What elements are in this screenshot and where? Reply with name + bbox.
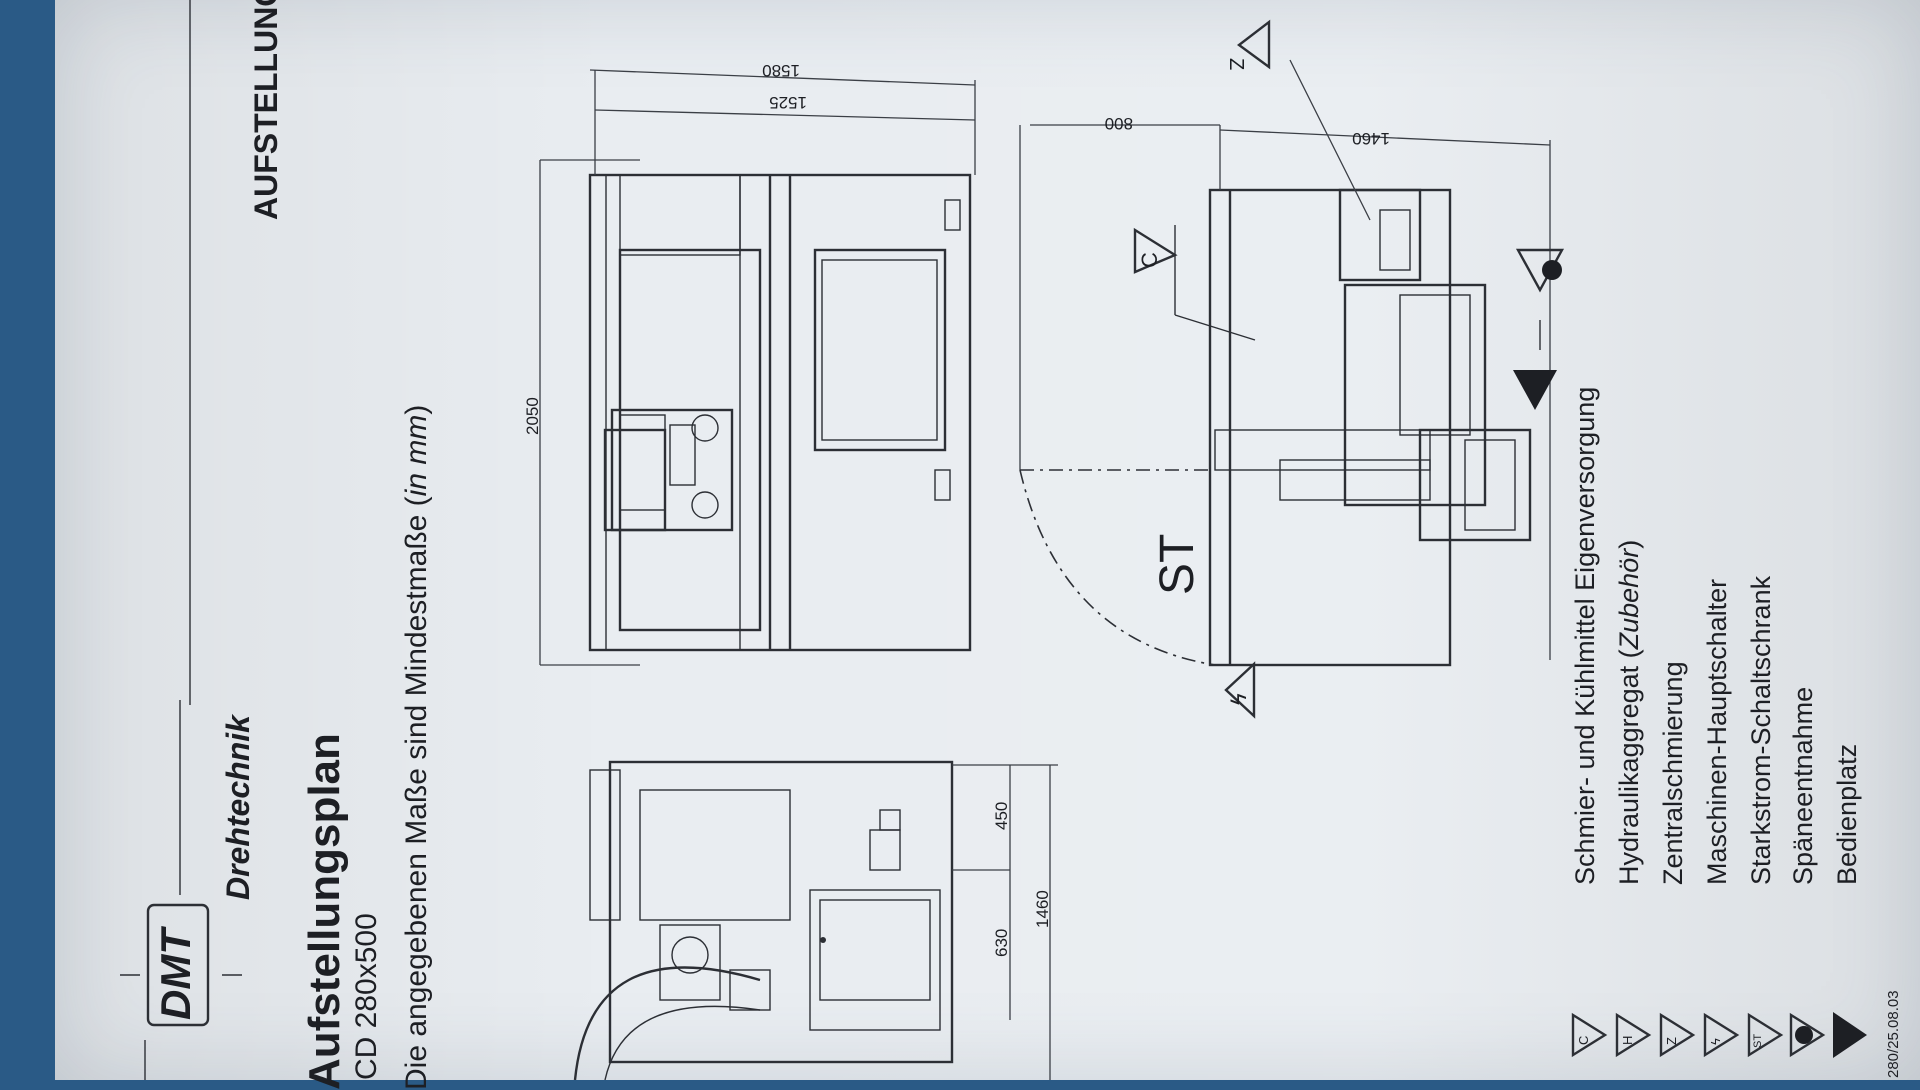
logo-text: DMT: [152, 929, 199, 1020]
dim-label: 450: [992, 801, 1011, 830]
page-title: Aufstellungsplan: [300, 733, 349, 1090]
legend-item: Bedienplatz: [1832, 743, 1862, 885]
marker-z: Z: [1225, 58, 1247, 71]
lightning-icon: ϟ: [1226, 693, 1251, 705]
dim-label: 1525: [769, 93, 807, 112]
brand-name: Drehtechnik: [220, 715, 256, 900]
dim-label: 2050: [523, 397, 542, 435]
logo-box: [146, 903, 210, 1027]
marker-c: C: [1137, 252, 1162, 268]
legend-symbol-h: H: [1620, 1035, 1635, 1045]
legend-item: Schmier- und Kühlmittel Eigenversorgung: [1570, 386, 1600, 885]
model-number: CD 280x500: [350, 913, 383, 1080]
section-title: AUFSTELLUNG: [248, 0, 284, 220]
top-view-drawing: [1019, 19, 1565, 719]
legend-symbol-lightning: ϟ: [1708, 1038, 1723, 1045]
legend-symbol-c: C: [1576, 1035, 1591, 1045]
legend-symbol-st: ST: [1752, 1033, 1764, 1048]
dim-label: 630: [992, 928, 1011, 957]
note-unit: in mm: [400, 414, 433, 497]
note-text: Die angegebenen Maße sind Mindestmaße (: [400, 496, 433, 1090]
front-view-drawing: [539, 69, 976, 666]
dim-label: 1460: [1033, 890, 1052, 928]
legend-label: Hydraulikaggregat (: [1614, 649, 1644, 885]
legend-item: Starkstrom-Schaltschrank: [1746, 575, 1776, 885]
legend-label-end: ): [1614, 539, 1644, 549]
dim-label: 1460: [1352, 129, 1390, 148]
legend-symbol-z: Z: [1664, 1037, 1679, 1045]
dim-label: 1580: [762, 61, 800, 80]
side-view-drawing: [573, 760, 1058, 1080]
legend-item: Hydraulikaggregat (Zubehör): [1614, 540, 1645, 885]
dimension-note: Die angegebenen Maße sind Mindestmaße (i…: [400, 405, 434, 1090]
legend-label-em: Zubehör: [1614, 548, 1644, 650]
document-page: [55, 0, 1920, 1080]
legend-item: Maschinen-Hauptschalter: [1702, 578, 1732, 885]
legend-symbols: [1571, 1012, 1867, 1058]
document-code: 280/25.08.03: [1885, 990, 1902, 1078]
marker-st: ST: [1151, 533, 1204, 595]
note-end: ): [400, 404, 433, 415]
legend-item: Späneentnahme: [1788, 686, 1818, 885]
dim-label: 800: [1104, 114, 1133, 133]
legend-item: Zentralschmierung: [1658, 661, 1688, 885]
